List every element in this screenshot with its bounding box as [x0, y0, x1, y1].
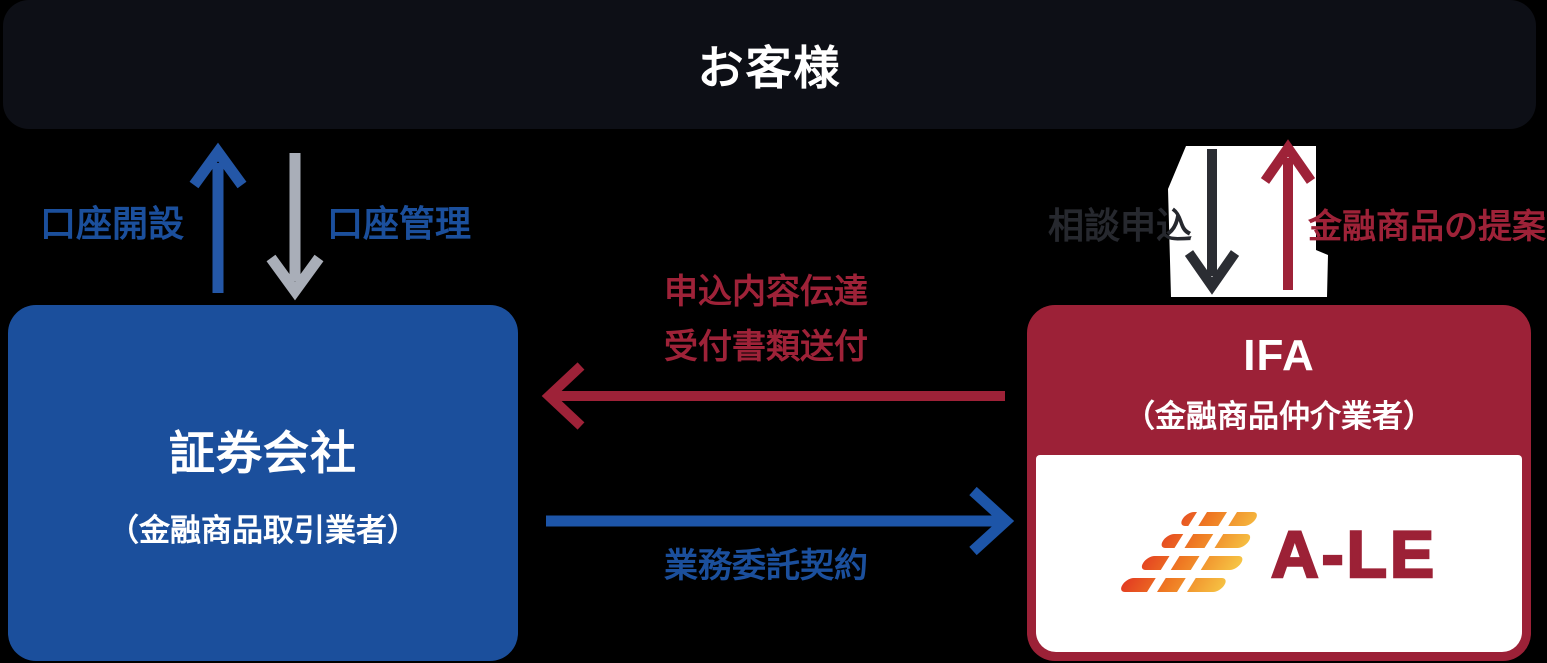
customer-label: お客様 [697, 41, 842, 94]
application-relay-arrow-left-icon [541, 362, 1005, 430]
customer-box: お客様 [3, 0, 1536, 129]
account-management-label: 口座管理 [327, 203, 472, 244]
account-opening-label: 口座開設 [40, 203, 185, 244]
consultation-request-label: 相談申込 [1048, 205, 1193, 246]
ale-flag-icon [1121, 511, 1257, 596]
reception-documents-label: 受付書類送付 [664, 328, 868, 366]
product-proposal-label: 金融商品の提案 [1308, 208, 1546, 246]
securities-company-box: 証券会社 （金融商品取引業者） [8, 305, 518, 661]
consultation-arrow-down-icon [1184, 149, 1240, 295]
ifa-subtitle: （金融商品仲介業者） [1124, 398, 1434, 434]
ifa-box: IFA （金融商品仲介業者） [1027, 305, 1531, 661]
outsourcing-contract-arrow-right-icon [546, 486, 1015, 556]
application-relay-label: 申込内容伝達 [664, 273, 868, 311]
account-opening-arrow-up-icon [189, 142, 247, 293]
securities-company-subtitle: （金融商品取引業者） [108, 512, 418, 548]
outsourcing-contract-label: 業務委託契約 [664, 547, 868, 585]
product-proposal-arrow-up-icon [1260, 139, 1316, 290]
ifa-header: IFA （金融商品仲介業者） [1027, 305, 1531, 455]
account-management-arrow-down-icon [266, 153, 324, 301]
ale-logo-panel: A-LE [1036, 455, 1522, 652]
securities-company-title: 証券会社 [169, 426, 357, 479]
ale-logo-text: A-LE [1270, 516, 1437, 591]
ifa-title: IFA [1243, 330, 1315, 380]
